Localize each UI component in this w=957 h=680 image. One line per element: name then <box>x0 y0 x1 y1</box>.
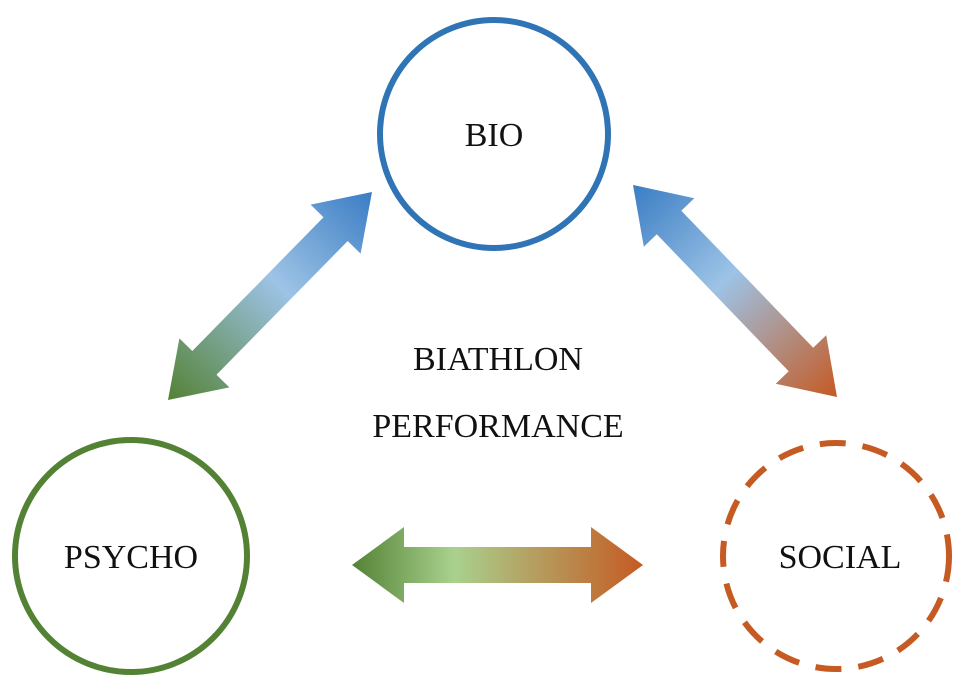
social-node: SOCIAL <box>720 440 952 672</box>
bio-node: BIO <box>377 17 611 251</box>
bio-label: BIO <box>465 117 524 154</box>
bio-circle <box>377 17 611 251</box>
psycho-label: PSYCHO <box>64 539 198 576</box>
bio-psycho-arrow <box>168 192 372 400</box>
psycho-circle <box>12 437 250 675</box>
bio-social-arrow <box>633 185 837 397</box>
center-title: BIATHLON PERFORMANCE <box>372 341 623 445</box>
psycho-social-arrow <box>352 527 643 603</box>
center-title-line2: PERFORMANCE <box>372 408 623 445</box>
psycho-node: PSYCHO <box>12 437 250 675</box>
social-circle <box>720 440 952 672</box>
center-title-line1: BIATHLON <box>413 341 583 378</box>
social-label: SOCIAL <box>779 539 902 576</box>
